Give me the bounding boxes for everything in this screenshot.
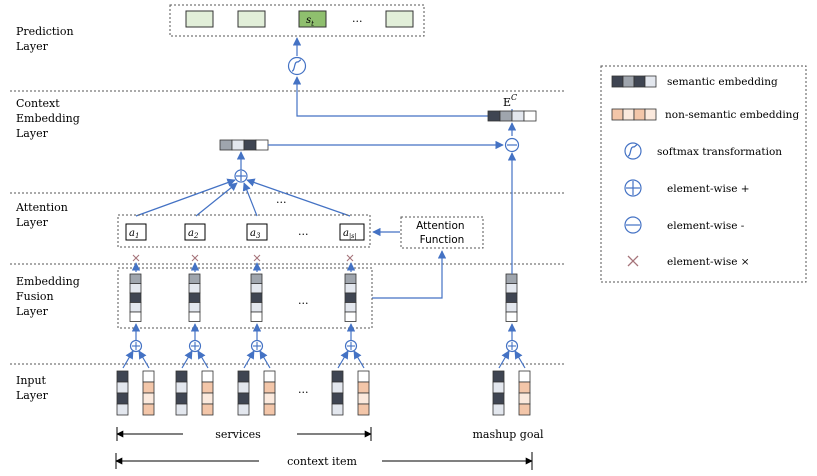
attention-ellipsis: ... [298,225,309,238]
attention-function-box [400,216,484,249]
attention-weight: a1 [125,223,147,241]
prediction-output-box: st ... [169,4,425,37]
non-semantic-embedding-icon [611,108,657,121]
layer-label-prediction: Prediction Layer [16,25,77,53]
fused-embedding-vector [188,273,201,322]
semantic-embedding-vector [116,370,129,416]
fused-embedding-vector [250,273,263,322]
element-wise-multiply-icon [132,254,354,262]
softmax-icon [624,142,642,160]
fused-embedding-vector [344,273,357,322]
softmax-icon [287,56,307,76]
attention-weights-box [117,214,371,248]
aggregated-context-vector [219,139,269,151]
semantic-embedding-vector [331,370,344,416]
non-semantic-embedding-vector [357,370,370,416]
fused-embedding-vector [129,273,142,322]
non-semantic-embedding-vector [142,370,155,416]
legend-label: element-wise × [667,256,750,268]
non-semantic-embedding-vector [263,370,276,416]
semantic-embedding-vector [175,370,188,416]
layer-separators [10,90,566,365]
prediction-cell [185,10,214,28]
context-embedding-label: EC [503,93,517,109]
legend-box [600,65,807,283]
attention-function-label: Attention Function [416,220,468,246]
layer-label-fusion: Embedding Fusion Layer [16,275,83,318]
element-wise-minus-icon [624,216,642,234]
layer-label-input: Input Layer [16,374,49,402]
attention-weight: a3 [246,223,268,241]
services-label: services [215,428,261,441]
attention-ellipsis-top: ... [276,193,287,206]
prediction-target-label: st [306,15,314,28]
legend-label: semantic embedding [667,76,778,88]
semantic-embedding-icon [611,75,657,88]
semantic-embedding-vector [237,370,250,416]
svg-text:a|s|: a|s| [343,228,357,240]
mashup-goal-fused-vector [505,273,518,322]
attention-weight: a2 [184,223,206,241]
layer-label-attention: Attention Layer [15,201,71,229]
layer-label-context: Context Embedding Layer [16,97,83,140]
element-wise-multiply-icon [627,255,639,267]
mashup-goal-label: mashup goal [472,428,544,441]
prediction-ellipsis: ... [352,12,363,25]
prediction-cell [237,10,266,28]
non-semantic-embedding-vector [518,370,531,416]
svg-text:a3: a3 [250,228,261,240]
attention-weight: a|s| [339,223,365,241]
svg-text:a1: a1 [129,228,139,240]
context-embedding-vector [487,110,537,122]
element-wise-plus-icon [624,179,642,197]
embedding-fusion-box [117,267,373,329]
prediction-cell-target [298,10,327,28]
input-ellipsis: ... [298,383,309,396]
legend-label: non-semantic embedding [665,109,799,121]
prediction-cell [385,10,414,28]
legend-label: element-wise + [667,183,750,195]
svg-text:a2: a2 [188,228,199,240]
legend-label: softmax transformation [657,146,782,158]
semantic-embedding-vector [492,370,505,416]
context-item-label: context item [287,455,357,468]
non-semantic-embedding-vector [201,370,214,416]
fusion-ellipsis: ... [298,294,309,307]
legend-label: element-wise - [667,220,745,232]
